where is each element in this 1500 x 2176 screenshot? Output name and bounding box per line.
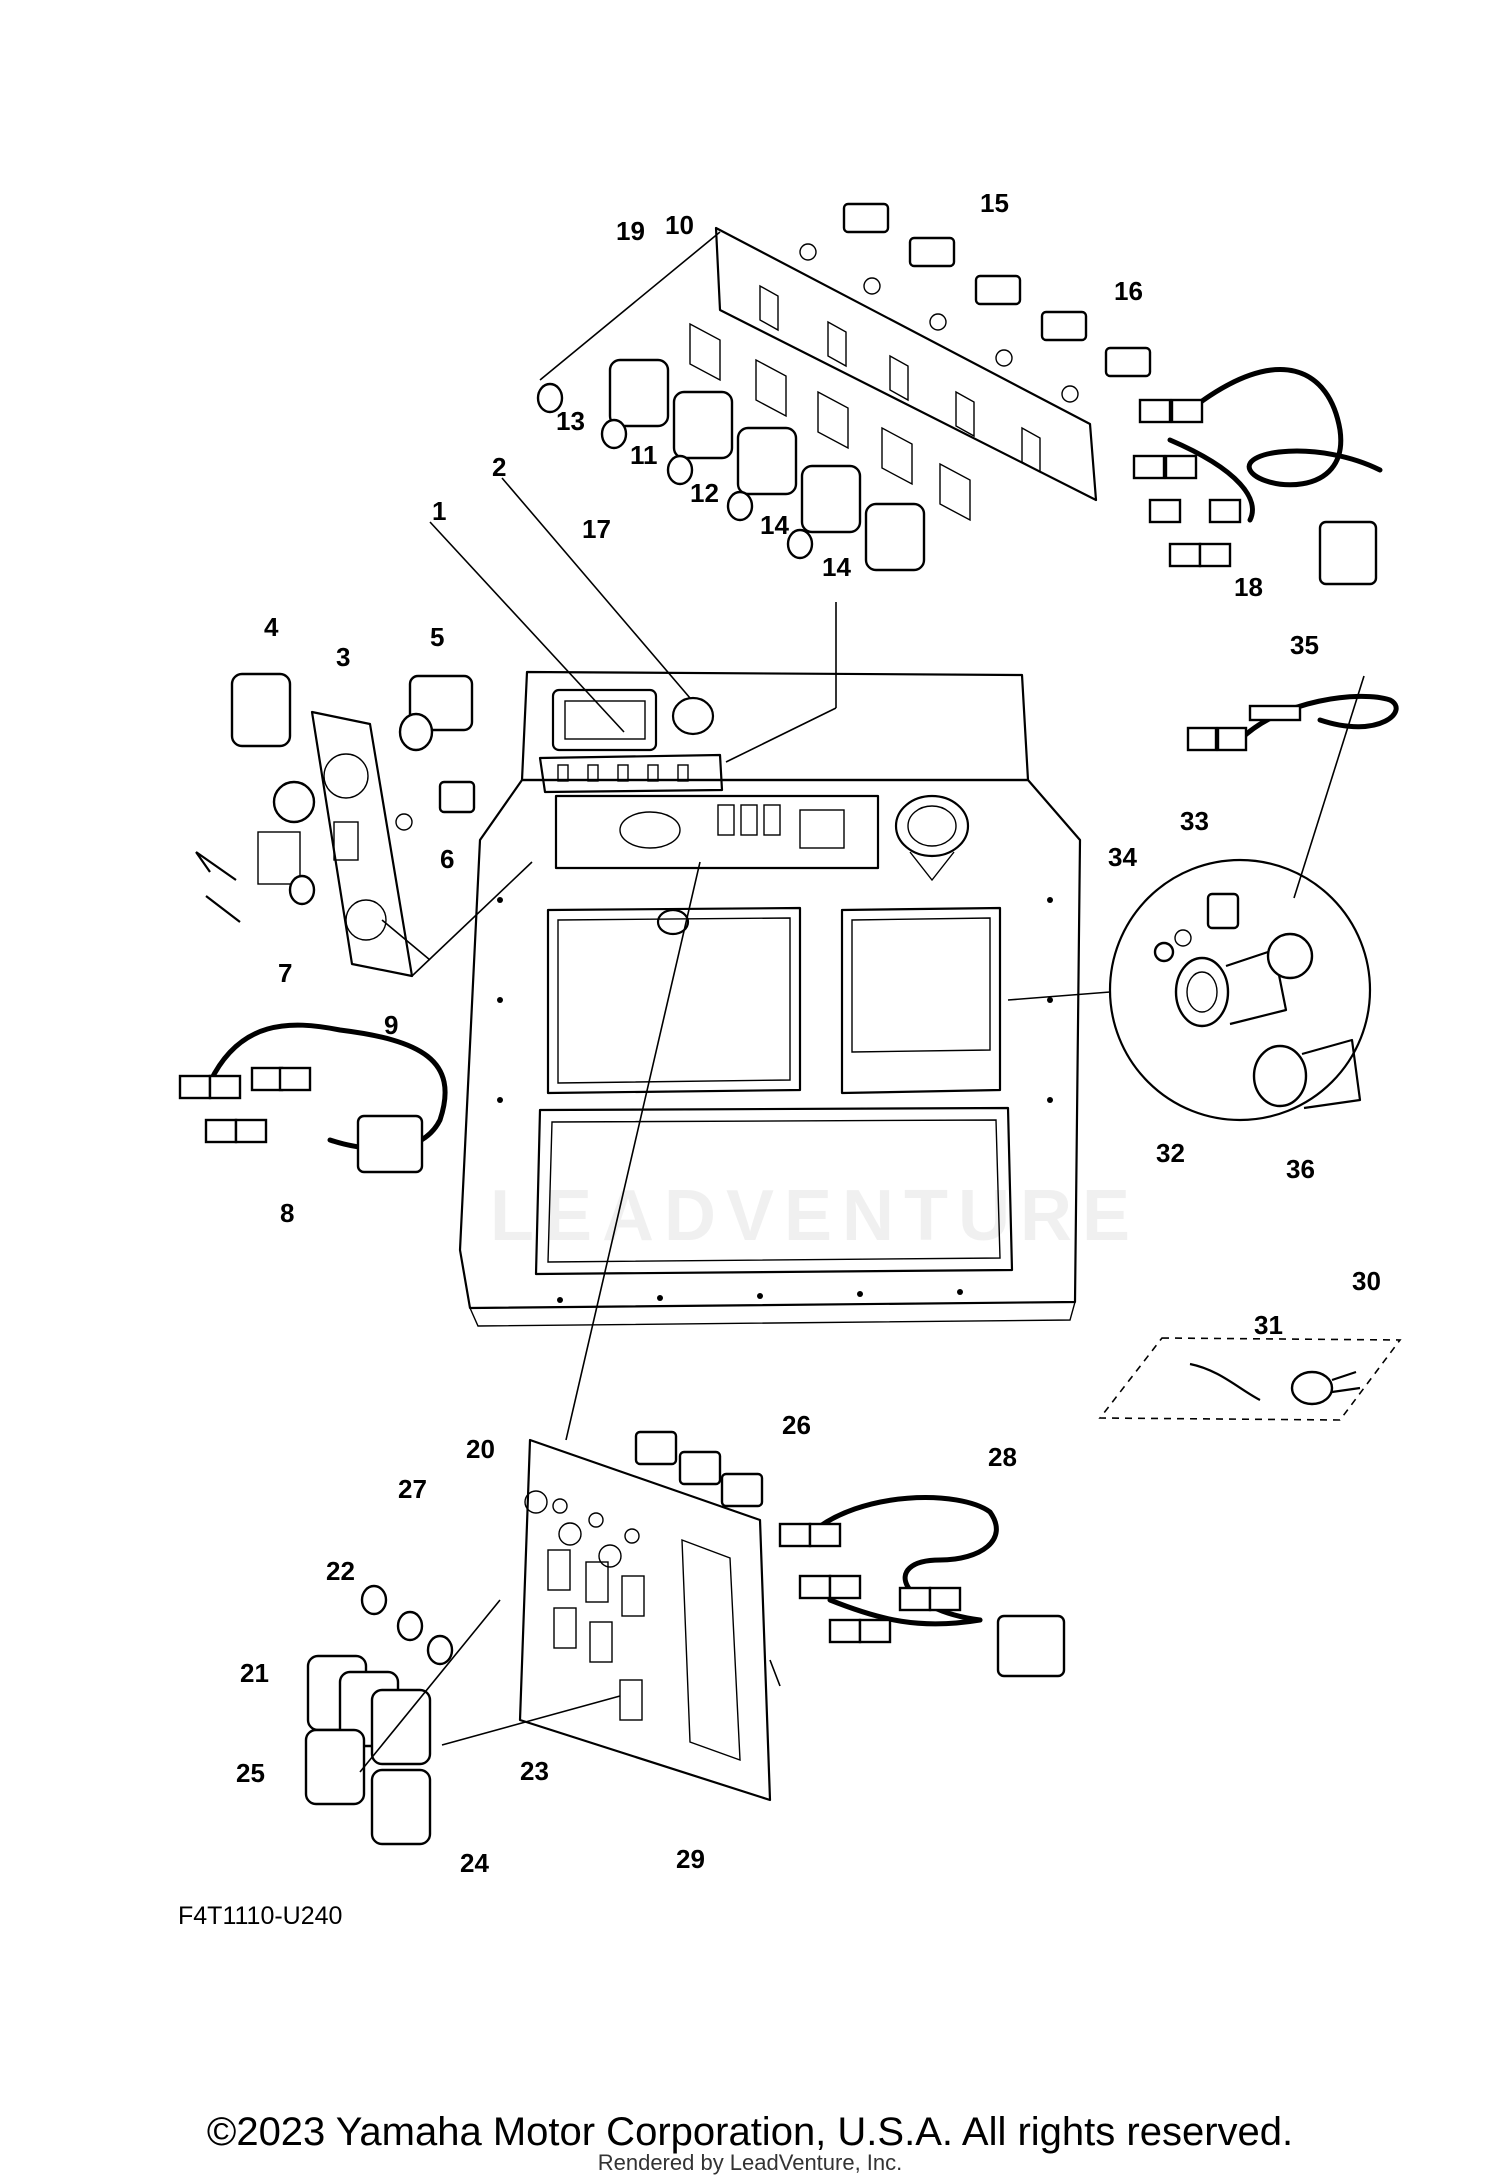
callout-19: 19 — [616, 216, 645, 246]
callout-31: 31 — [1254, 1310, 1283, 1340]
callout-14a: 14 — [760, 510, 789, 540]
top-switch-panel — [536, 202, 1152, 572]
left-side-panel — [195, 672, 476, 978]
callout-29: 29 — [676, 1844, 705, 1874]
callout-10: 10 — [665, 210, 694, 240]
lower-console-panel — [304, 1430, 772, 1846]
callout-8: 8 — [280, 1198, 294, 1228]
leader-lines — [359, 231, 1365, 1773]
callout-32: 32 — [1156, 1138, 1185, 1168]
callout-18: 18 — [1234, 572, 1263, 602]
wire-harness-8 — [178, 1022, 448, 1174]
callout-16: 16 — [1114, 276, 1143, 306]
drawing-code: F4T1110-U240 — [178, 1902, 343, 1930]
callout-26: 26 — [782, 1410, 811, 1440]
callout-12: 12 — [690, 478, 719, 508]
callout-2: 2 — [492, 452, 506, 482]
callout-35: 35 — [1290, 630, 1319, 660]
callout-4: 4 — [264, 612, 279, 642]
callout-34: 34 — [1108, 842, 1137, 872]
callout-6: 6 — [440, 844, 454, 874]
callout-23: 23 — [520, 1756, 549, 1786]
callout-3: 3 — [336, 642, 350, 672]
wire-harness-28 — [778, 1495, 1066, 1678]
callout-25: 25 — [236, 1758, 265, 1788]
watermark: LEADVENTURE — [490, 1176, 1141, 1256]
key-set-detail — [1098, 1337, 1402, 1421]
callout-28: 28 — [988, 1442, 1017, 1472]
callout-22: 22 — [326, 1556, 355, 1586]
rendered-by-notice: Rendered by LeadVenture, Inc. — [597, 2150, 903, 2175]
outlet-detail — [1108, 693, 1399, 1122]
callout-15: 15 — [980, 188, 1009, 218]
callout-21: 21 — [240, 1658, 269, 1688]
callout-33: 33 — [1180, 806, 1209, 836]
callout-5: 5 — [430, 622, 444, 652]
wire-harness-18 — [1132, 367, 1383, 586]
callout-24: 24 — [460, 1848, 489, 1878]
dash-panel — [458, 670, 1082, 1327]
callout-7: 7 — [278, 958, 292, 988]
callout-17: 17 — [582, 514, 611, 544]
callout-30: 30 — [1352, 1266, 1381, 1296]
callout-27: 27 — [398, 1474, 427, 1504]
callout-9: 9 — [384, 1010, 398, 1040]
callout-labels: 1 2 3 4 5 6 7 8 9 10 11 12 13 14 14 15 1… — [236, 188, 1381, 1878]
callout-36: 36 — [1286, 1154, 1315, 1184]
callout-11: 11 — [630, 440, 658, 470]
copyright-notice: ©2023 Yamaha Motor Corporation, U.S.A. A… — [206, 2110, 1294, 2154]
callout-14b: 14 — [822, 552, 851, 582]
callout-1: 1 — [432, 496, 446, 526]
callout-13: 13 — [556, 406, 585, 436]
callout-20: 20 — [466, 1434, 495, 1464]
